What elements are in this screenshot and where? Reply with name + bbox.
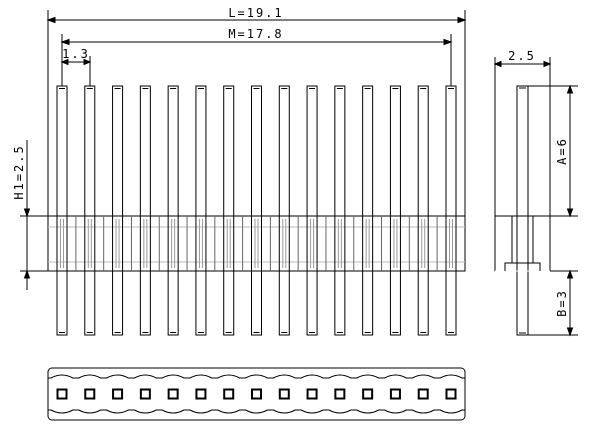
front-pin bbox=[306, 85, 318, 336]
side-body bbox=[494, 215, 551, 272]
top-view-pin-square bbox=[362, 388, 374, 400]
front-pin bbox=[112, 85, 124, 336]
top-view-pin-square bbox=[389, 388, 401, 400]
side-pin bbox=[516, 85, 529, 336]
dimension-body-height: H1=2.5 bbox=[12, 140, 48, 290]
pin-span-label: M=17.8 bbox=[228, 27, 283, 41]
front-pin bbox=[223, 85, 235, 336]
top-view-pin-square bbox=[251, 388, 262, 400]
top-view bbox=[47, 367, 466, 421]
front-pin bbox=[195, 85, 207, 336]
body-height-label: H1=2.5 bbox=[12, 144, 26, 199]
bottom-pin-length-label: B=3 bbox=[555, 289, 569, 317]
top-view-scallop-top bbox=[48, 374, 465, 379]
front-pin bbox=[445, 85, 457, 336]
top-pin-length-label: A=6 bbox=[555, 137, 569, 165]
top-view-pin-square bbox=[112, 388, 124, 400]
top-view-pin-square bbox=[417, 388, 429, 400]
front-pin bbox=[417, 85, 429, 336]
front-pin bbox=[278, 85, 290, 336]
top-view-pin-square bbox=[334, 388, 346, 400]
top-view-pin-square bbox=[139, 388, 151, 400]
front-pin bbox=[84, 85, 96, 336]
front-pin bbox=[389, 85, 401, 336]
dimension-pitch: 1.3 bbox=[60, 47, 92, 88]
top-view-scallop-bottom bbox=[48, 409, 465, 414]
overall-length-label: L=19.1 bbox=[228, 6, 283, 20]
top-view-pin-square bbox=[278, 388, 290, 400]
top-view-pin-square bbox=[445, 388, 457, 400]
top-view-pin-square bbox=[167, 388, 179, 400]
side-view: 2.5 A=6 B=3 bbox=[493, 49, 578, 337]
front-pin bbox=[362, 85, 374, 336]
front-pin bbox=[334, 85, 346, 336]
front-pin bbox=[56, 85, 68, 336]
top-view-pin-square bbox=[84, 388, 96, 400]
top-view-pads-group bbox=[56, 388, 457, 400]
dimension-pin-span: M=17.8 bbox=[60, 27, 453, 88]
top-view-pin-square bbox=[223, 388, 235, 400]
front-body bbox=[47, 215, 466, 272]
front-pin bbox=[139, 85, 151, 336]
top-view-pin-square bbox=[56, 388, 68, 400]
front-body-detail-group bbox=[47, 215, 466, 272]
front-pin bbox=[167, 85, 179, 336]
top-view-pin-square bbox=[306, 388, 318, 400]
dimension-overall-length: L=19.1 bbox=[46, 6, 467, 216]
pitch-label: 1.3 bbox=[62, 47, 90, 61]
top-view-scallops-group bbox=[47, 374, 466, 414]
front-pin bbox=[251, 85, 262, 336]
front-pins-group bbox=[56, 85, 457, 336]
side-width-label: 2.5 bbox=[508, 49, 536, 63]
top-view-pin-square bbox=[195, 388, 207, 400]
